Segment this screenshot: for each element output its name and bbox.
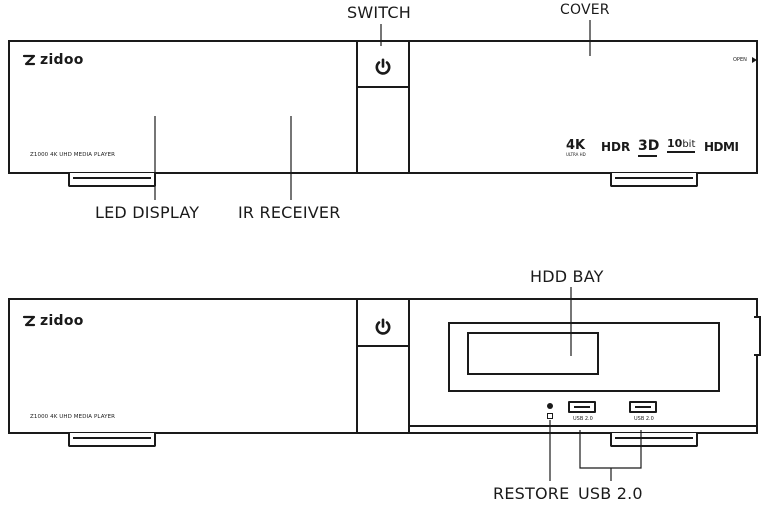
- model-label: Z1000 4K UHD MEDIA PLAYER: [30, 152, 116, 158]
- brand-logo: zidoo: [22, 52, 84, 68]
- usb-port-2-label: USB 2.0: [634, 416, 654, 422]
- label-usb: USB 2.0: [578, 484, 643, 503]
- switch-divider: [358, 86, 408, 88]
- restore-mark-icon: [547, 413, 553, 419]
- logo-hdr: HDR: [601, 140, 631, 154]
- foot-right: [610, 173, 698, 187]
- model-label-2: Z1000 4K UHD MEDIA PLAYER: [30, 414, 116, 420]
- usb-port-1[interactable]: [568, 401, 596, 413]
- brand-logo-2: zidoo: [22, 313, 84, 329]
- label-restore: RESTORE: [493, 484, 570, 503]
- logo-4k-sub: ULTRA HD: [566, 152, 586, 157]
- logo-10bit-underline: [667, 151, 695, 153]
- switch-divider-2: [358, 345, 408, 347]
- foot-right-2: [610, 433, 698, 447]
- logo-3d-underline: [638, 155, 657, 157]
- power-icon[interactable]: [374, 58, 392, 76]
- label-hdd-bay: HDD BAY: [530, 267, 604, 286]
- foot-left-2: [68, 433, 156, 447]
- logo-4k: 4K: [566, 138, 586, 153]
- bay-lip: [410, 425, 756, 427]
- zidoo-logo-icon: [22, 315, 36, 327]
- cover-hinge: [754, 316, 761, 356]
- leader-usb: [579, 430, 642, 469]
- cover-panel[interactable]: [408, 40, 758, 174]
- triangle-right-icon: [752, 57, 757, 63]
- label-cover: COVER: [560, 2, 610, 18]
- front-panel-left-2: [8, 298, 358, 434]
- usb-port-2[interactable]: [629, 401, 657, 413]
- logo-hdmi: HDMI: [704, 140, 739, 154]
- restore-pinhole[interactable]: [547, 403, 553, 409]
- hdd-bay-slot[interactable]: [467, 332, 599, 375]
- brand-name: zidoo: [40, 52, 84, 68]
- logo-10bit: 10bit: [667, 137, 696, 150]
- power-icon[interactable]: [374, 318, 392, 336]
- zidoo-logo-icon: [22, 54, 36, 66]
- front-panel-left: [8, 40, 358, 174]
- label-led-display: LED DISPLAY: [95, 203, 200, 222]
- logo-3d: 3D: [638, 138, 660, 154]
- label-switch: SWITCH: [347, 3, 411, 22]
- usb-port-1-label: USB 2.0: [573, 416, 593, 422]
- label-ir-receiver: IR RECEIVER: [238, 203, 341, 222]
- open-label: OPEN: [733, 57, 747, 63]
- brand-name-2: zidoo: [40, 313, 84, 329]
